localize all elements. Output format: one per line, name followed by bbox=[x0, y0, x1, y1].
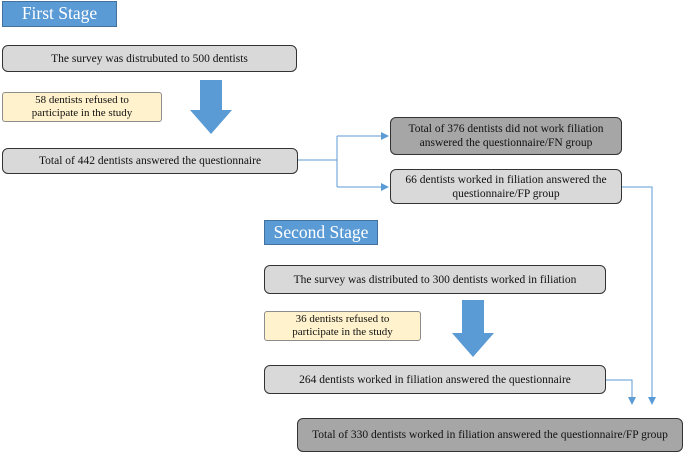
connector-264-to-total bbox=[606, 379, 636, 405]
first-stage-label: First Stage bbox=[2, 1, 117, 27]
second-stage-down-arrow bbox=[452, 300, 494, 357]
second-answered-box: 264 dentists worked in filiation answere… bbox=[264, 365, 606, 394]
fn-group-box: Total of 376 dentists did not work filia… bbox=[390, 117, 622, 155]
fn-group-line1: Total of 376 dentists did not work filia… bbox=[408, 123, 604, 135]
second-stage-label: Second Stage bbox=[264, 220, 378, 245]
second-refused-line1: 36 dentists refused to bbox=[295, 313, 390, 325]
second-survey-box: The survey was distributed to 300 dentis… bbox=[264, 265, 606, 294]
fn-group-line2: answered the questionnaire/FN group bbox=[419, 137, 593, 149]
first-refused-note: 58 dentists refused to participate in th… bbox=[2, 92, 162, 122]
fp-group-line1: 66 dentists worked in filiation answered… bbox=[405, 173, 607, 186]
first-refused-line1: 58 dentists refused to bbox=[35, 94, 129, 106]
second-refused-line2: participate in the study bbox=[292, 326, 393, 338]
first-answered-box: Total of 442 dentists answered the quest… bbox=[2, 148, 298, 174]
first-stage-down-arrow bbox=[190, 80, 232, 134]
second-refused-note: 36 dentists refused to participate in th… bbox=[264, 311, 421, 341]
fp-group-box: 66 dentists worked in filiation answered… bbox=[390, 169, 622, 204]
branch-connector bbox=[298, 136, 338, 187]
fp-group-line2: questionnaire/FP group bbox=[452, 187, 560, 200]
first-survey-box: The survey was distrubuted to 500 dentis… bbox=[2, 45, 297, 72]
connector-fp-to-total bbox=[622, 186, 656, 405]
first-refused-line2: participate in the study bbox=[31, 107, 133, 119]
total-fp-box: Total of 330 dentists worked in filiatio… bbox=[297, 418, 683, 452]
